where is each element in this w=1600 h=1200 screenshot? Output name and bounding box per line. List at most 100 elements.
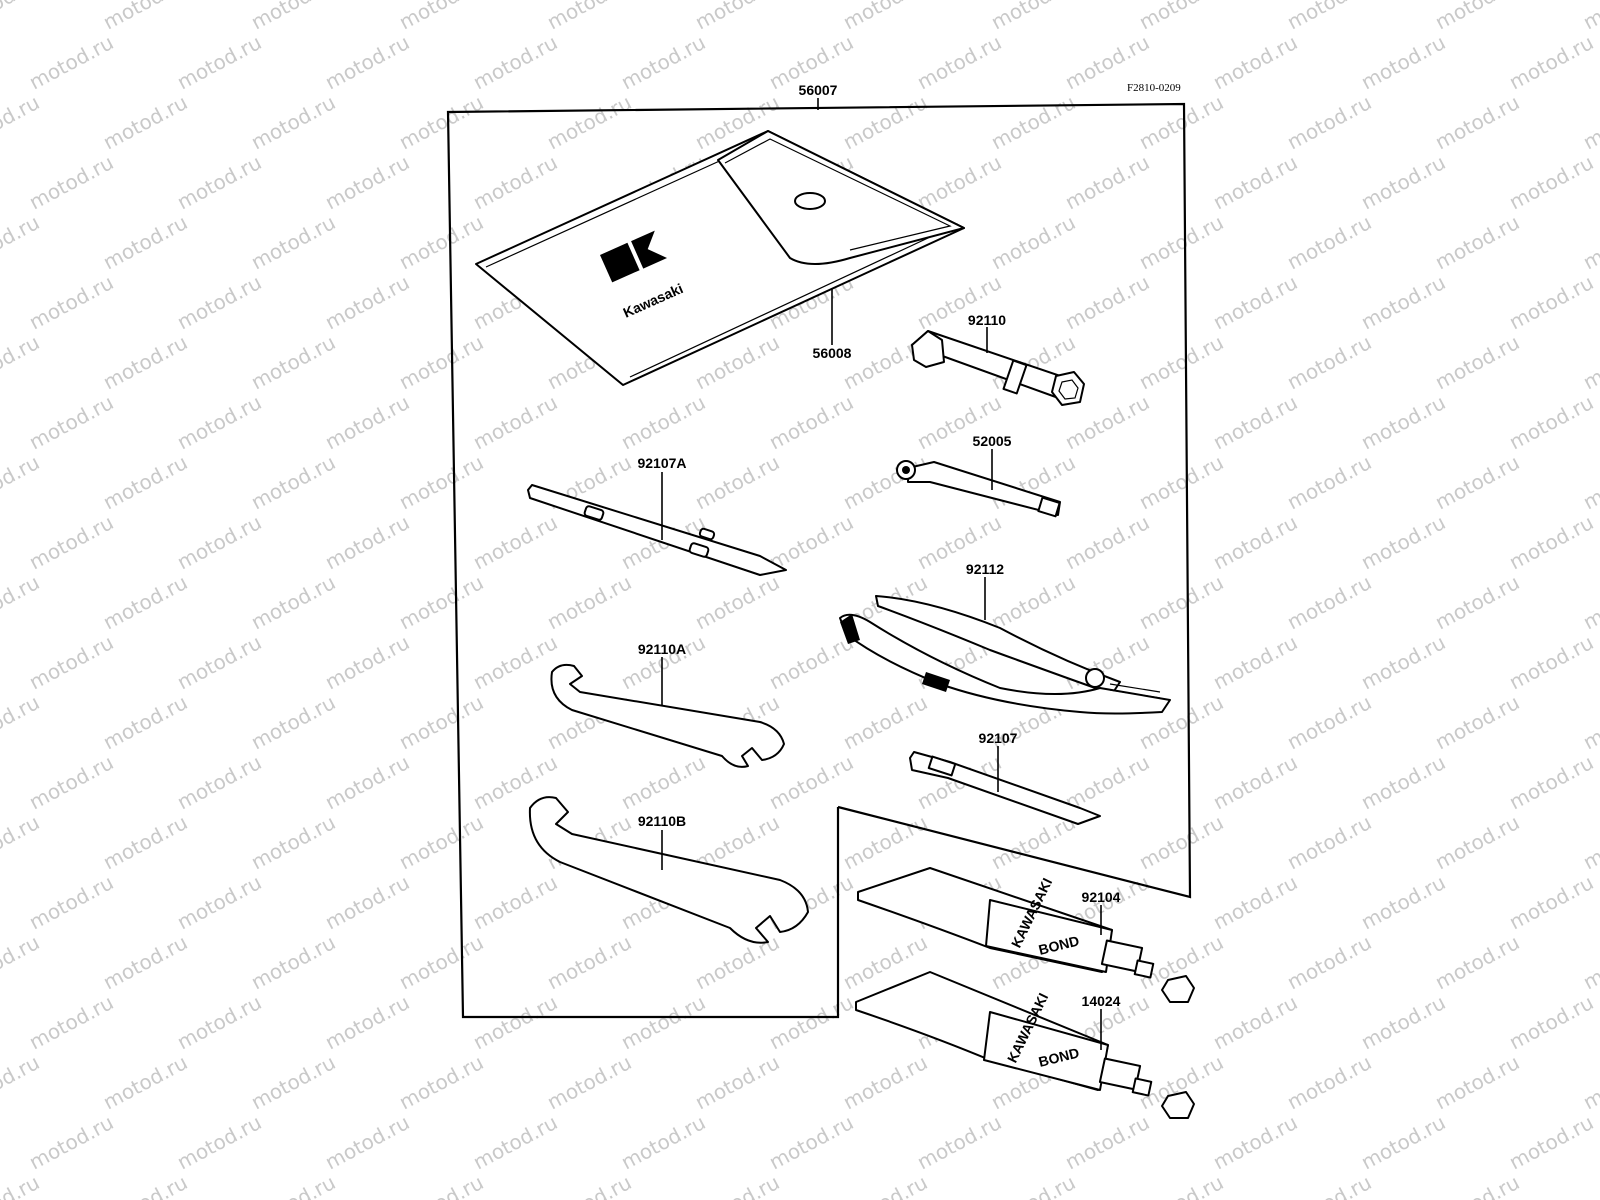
watermark-text: motod.ru [543,0,635,34]
watermark-text: motod.ru [1209,990,1301,1054]
watermark-text: motod.ru [321,1110,413,1174]
watermark-text: motod.ru [1209,630,1301,694]
watermark-text: motod.ru [25,870,117,934]
watermark-text: motod.ru [99,690,191,754]
watermark-text: motod.ru [395,810,487,874]
watermark-text: motod.ru [1283,690,1375,754]
watermark-text: motod.ru [1431,570,1523,634]
watermark-text: motod.ru [1579,1050,1600,1114]
label-92110B: 92110B [638,813,686,829]
watermark-text: motod.ru [395,930,487,994]
watermark-text: motod.ru [1505,1110,1597,1174]
watermark-text: motod.ru [0,1170,43,1200]
watermark-text: motod.ru [247,210,339,274]
watermark-text: motod.ru [173,1110,265,1174]
watermark-text: motod.ru [1209,270,1301,334]
watermark-text: motod.ru [0,450,43,514]
watermark-text: motod.ru [913,30,1005,94]
label-92110: 92110 [968,312,1006,328]
watermark-text: motod.ru [321,30,413,94]
watermark-text: motod.ru [469,630,561,694]
label-92112: 92112 [966,561,1004,577]
watermark-text: motod.ru [1283,570,1375,634]
watermark-text: motod.ru [1431,930,1523,994]
watermark-text: motod.ru [1061,1110,1153,1174]
watermark-text: motod.ru [1431,1170,1523,1200]
watermark-text: motod.ru [913,1110,1005,1174]
watermark-text: motod.ru [1135,210,1227,274]
open-end-wrench-b [528,796,809,944]
watermark-text: motod.ru [1061,750,1153,814]
watermark-text: motod.ru [395,1050,487,1114]
watermark-text: motod.ru [1579,0,1600,34]
watermark-text: motod.ru [1505,990,1597,1054]
watermark-text: motod.ru [99,0,191,34]
watermark-text: motod.ru [0,0,43,34]
watermark-text: motod.ru [247,930,339,994]
watermark-text: motod.ru [1283,210,1375,274]
watermark-text: motod.ru [395,690,487,754]
watermark-text: motod.ru [1579,1170,1600,1200]
watermark-text: motod.ru [469,150,561,214]
watermark-text: motod.ru [247,1170,339,1200]
watermark-text: motod.ru [1505,150,1597,214]
label-92107A: 92107A [637,455,686,471]
watermark-text: motod.ru [25,630,117,694]
watermark-text: motod.ru [691,1170,783,1200]
watermark-text: motod.ru [1431,810,1523,874]
watermark-text: motod.ru [0,930,43,994]
watermark-text: motod.ru [1579,930,1600,994]
watermark-text: motod.ru [321,510,413,574]
watermark-text: motod.ru [1505,750,1597,814]
watermark-text: motod.ru [1283,810,1375,874]
watermark-text: motod.ru [1579,450,1600,514]
watermark-text: motod.ru [247,690,339,754]
watermark-text: motod.ru [617,630,709,694]
watermark-text: motod.ru [25,510,117,574]
watermark-text: motod.ru [173,270,265,334]
watermark-text: motod.ru [1431,330,1523,394]
watermark-text: motod.ru [469,510,561,574]
watermark-text: motod.ru [173,750,265,814]
bond-tube-a: KAWASAKI BOND [857,867,1195,1003]
watermark-text: motod.ru [1357,510,1449,574]
watermark-text: motod.ru [247,90,339,154]
watermark-text: motod.ru [1283,90,1375,154]
watermark-text: motod.ru [1505,390,1597,454]
watermark-text: motod.ru [1505,510,1597,574]
open-end-wrench-a [550,663,785,768]
watermark-text: motod.ru [1135,810,1227,874]
watermark-text: motod.ru [247,810,339,874]
watermark-text: motod.ru [25,150,117,214]
watermark-text: motod.ru [173,150,265,214]
watermark-text: motod.ru [1357,750,1449,814]
watermark-text: motod.ru [395,1170,487,1200]
watermark-text: motod.ru [691,450,783,514]
watermark-text: motod.ru [395,90,487,154]
watermark-text: motod.ru [1283,1050,1375,1114]
watermark-text: motod.ru [99,1050,191,1114]
watermark-text: motod.ru [469,30,561,94]
watermark-text: motod.ru [1283,930,1375,994]
screwdriver-blade-a [527,484,787,576]
watermark-text: motod.ru [617,390,709,454]
watermark-text: motod.ru [691,930,783,994]
watermark-text: motod.ru [469,870,561,934]
watermark-text: motod.ru [395,330,487,394]
watermark-text: motod.ru [765,990,857,1054]
watermark-text: motod.ru [395,0,487,34]
watermark-text: motod.ru [765,630,857,694]
watermark-text: motod.ru [1505,30,1597,94]
watermark-text: motod.ru [247,330,339,394]
watermark-text: motod.ru [1209,870,1301,934]
label-14024: 14024 [1082,993,1121,1009]
label-56008: 56008 [813,345,852,361]
watermark-text: motod.ru [543,1050,635,1114]
watermark-text: motod.ru [839,0,931,34]
watermark-text: motod.ru [1283,1170,1375,1200]
watermark-text: motod.ru [247,450,339,514]
watermark-text: motod.ru [543,90,635,154]
watermark-text: motod.ru [1579,330,1600,394]
watermark-text: motod.ru [1283,450,1375,514]
watermark-text: motod.ru [321,390,413,454]
